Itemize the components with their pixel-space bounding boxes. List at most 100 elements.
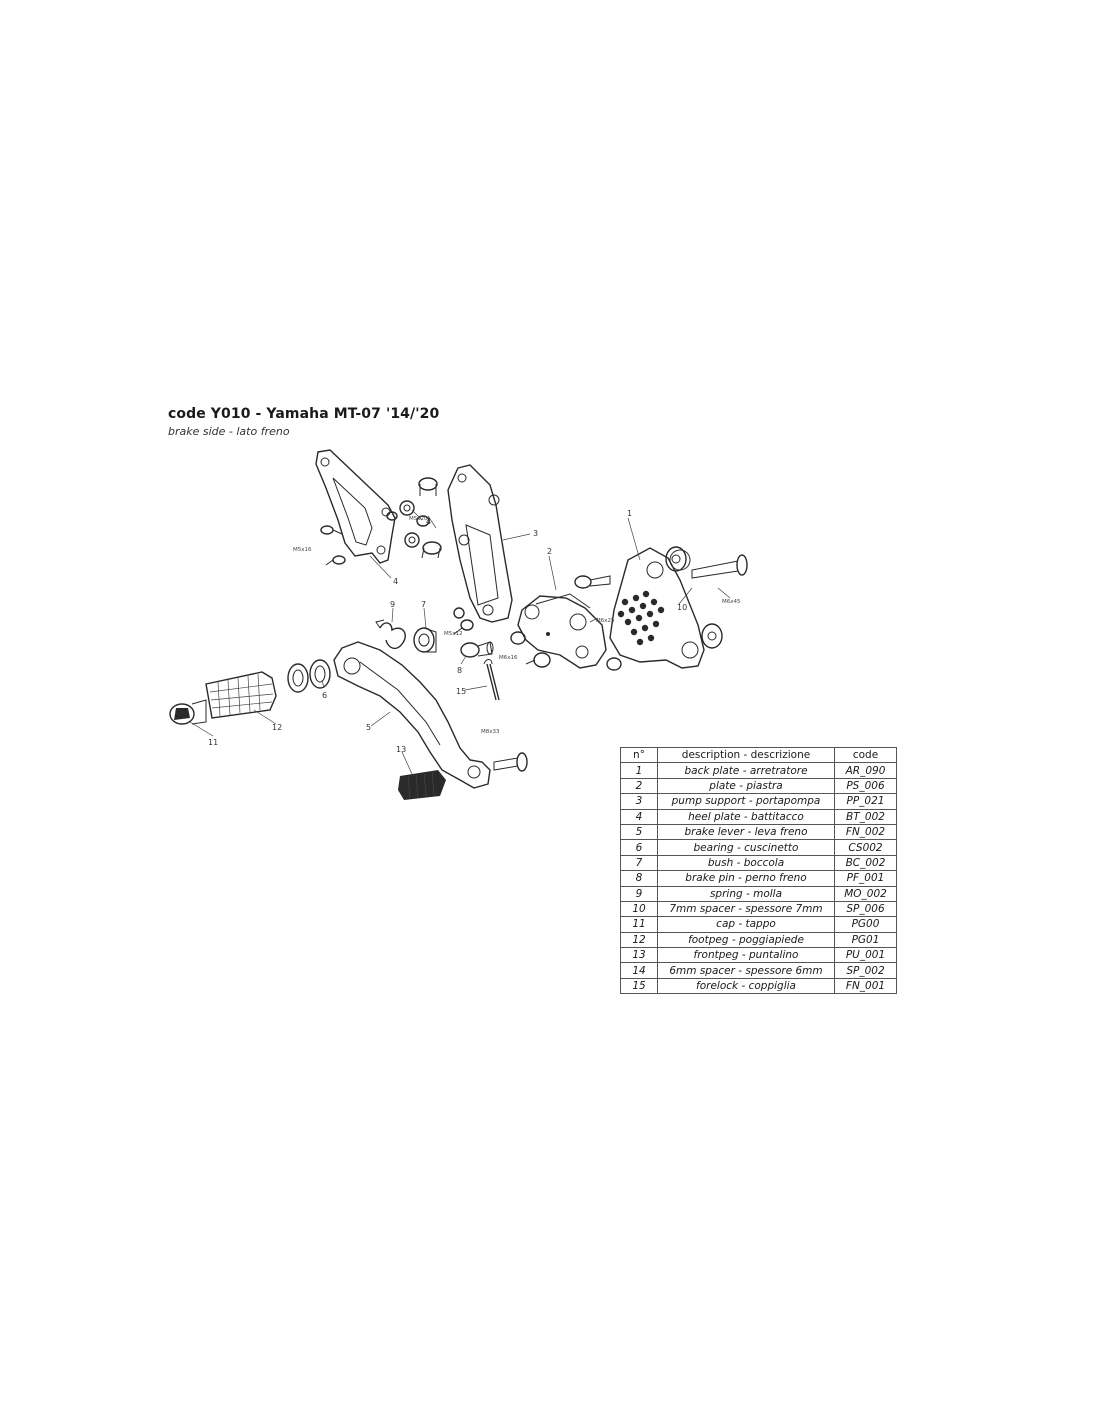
callout-1: 1: [627, 509, 632, 518]
row-code: SP_006: [834, 900, 897, 918]
plate-part: [517, 593, 607, 669]
leader-lines: [189, 509, 731, 775]
page-title: code Y010 - Yamaha MT-07 '14/'20: [168, 406, 440, 422]
row-number: 8: [620, 870, 658, 887]
bearings-part-6: [287, 659, 331, 693]
screw-m5x16-a: [320, 525, 346, 566]
callout-12: 12: [272, 723, 282, 732]
callout-2: 2: [547, 547, 552, 556]
row-code: PP_021: [834, 793, 897, 810]
row-number: 14: [620, 962, 658, 979]
row-number: 13: [620, 947, 658, 964]
row-number: 3: [620, 793, 658, 810]
row-description: forelock - coppiglia: [657, 977, 835, 995]
row-number: 4: [620, 808, 658, 825]
screw-m6x16: [510, 631, 551, 668]
row-code: CS002: [834, 839, 897, 856]
row-code: AR_090: [834, 762, 897, 779]
row-description: bearing - cuscinetto: [657, 839, 835, 856]
row-description: plate - piastra: [657, 777, 835, 795]
callout-6: 6: [322, 691, 327, 700]
row-code: PS_006: [834, 777, 897, 795]
callout-10: 10: [677, 603, 687, 612]
row-code: PF_001: [834, 870, 897, 887]
row-code: BT_002: [834, 808, 897, 825]
back-plate-part: [609, 547, 705, 669]
header-description: description - descrizione: [657, 746, 835, 764]
row-number: 6: [620, 839, 658, 856]
screw-m5x12: [453, 607, 474, 635]
row-code: PG01: [834, 931, 897, 949]
callout-9: 9: [390, 600, 395, 609]
row-number: 2: [620, 777, 658, 795]
row-code: SP_002: [834, 962, 897, 979]
row-description: heel plate - battitacco: [657, 808, 835, 825]
label-m6x16: M6x16: [499, 655, 518, 661]
brake-lever-part: [333, 641, 491, 789]
row-description: 6mm spacer - spessore 6mm: [657, 962, 835, 979]
brake-pin-part-8: [460, 641, 494, 658]
row-description: spring - molla: [657, 885, 835, 902]
row-description: 7mm spacer - spessore 7mm: [657, 900, 835, 918]
callout-3: 3: [533, 529, 538, 538]
row-number: 1: [620, 762, 658, 779]
parts-table-header: n° description - descrizione code: [620, 746, 897, 764]
screw-lower: [606, 657, 622, 671]
spacer-part-10: [665, 546, 723, 649]
label-m5x12: M5x12: [444, 631, 463, 637]
page-subtitle: brake side - lato freno: [168, 425, 290, 438]
label-m6x25: M6x25: [596, 618, 615, 624]
label-m6x45: M6x45: [722, 599, 741, 605]
row-code: PU_001: [834, 947, 897, 964]
callout-13: 13: [396, 745, 406, 754]
screw-m6x45: [691, 554, 748, 579]
row-number: 7: [620, 854, 658, 872]
row-code: FN_002: [834, 823, 897, 841]
callout-15: 15: [456, 687, 466, 696]
row-description: frontpeg - puntalino: [657, 947, 835, 964]
back-plate-holes: [617, 590, 665, 646]
spacers-part-14: [386, 477, 442, 559]
row-description: footpeg - poggiapiede: [657, 931, 835, 949]
row-number: 12: [620, 931, 658, 949]
row-number: 15: [620, 977, 658, 995]
cap-part-11: [169, 699, 207, 725]
header-number: n°: [620, 746, 658, 764]
callout-4: 4: [393, 577, 398, 586]
callout-4b: 4: [426, 517, 431, 526]
callout-5: 5: [366, 723, 371, 732]
row-code: PG00: [834, 916, 897, 933]
row-description: cap - tappo: [657, 916, 835, 933]
footpeg-part-12: [205, 671, 277, 719]
row-description: bush - boccola: [657, 854, 835, 872]
frontpeg-part-13: [398, 770, 446, 800]
label-m5x16: M5x16: [293, 547, 312, 553]
screw-m8x33: [493, 752, 528, 772]
label-m5x20: M5x20: [409, 516, 428, 522]
forelock-part-15: [483, 659, 500, 701]
screw-m6x25: [574, 575, 611, 589]
heel-plate-part: [315, 449, 396, 564]
row-description: brake pin - perno freno: [657, 870, 835, 887]
label-m8x33: M8x33: [481, 729, 500, 735]
row-number: 5: [620, 823, 658, 841]
row-description: pump support - portapompa: [657, 793, 835, 810]
row-code: MO_002: [834, 885, 897, 902]
